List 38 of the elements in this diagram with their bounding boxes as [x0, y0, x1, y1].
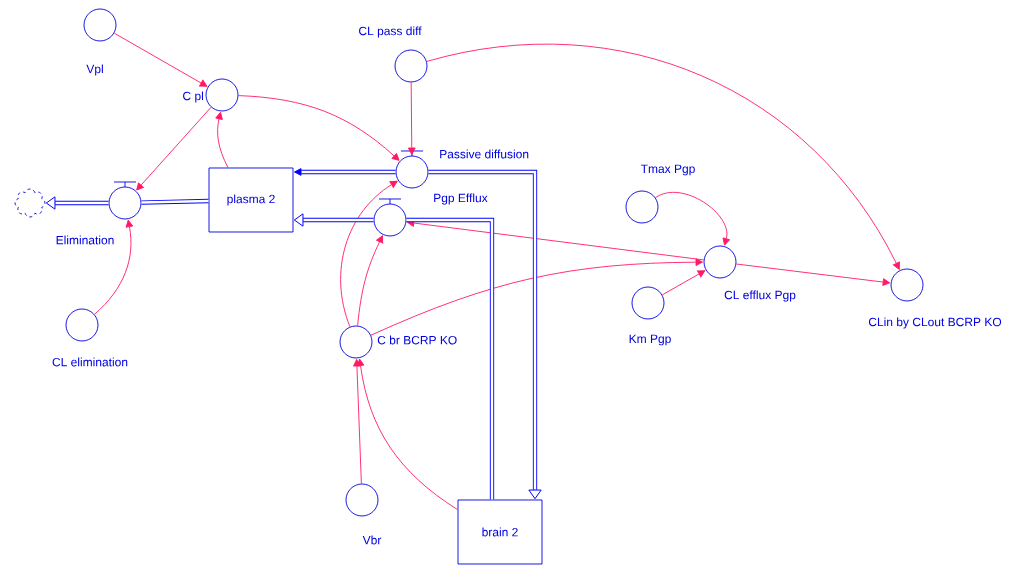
flow-pipe: [406, 217, 495, 500]
node-label: CL elimination: [52, 357, 128, 367]
node-label: C br BCRP KO: [377, 335, 457, 345]
connector-arrow: [356, 358, 458, 511]
connector-arrow: [655, 192, 730, 246]
node-label: Vpl: [86, 64, 103, 76]
connector-arrow: [136, 106, 212, 191]
node-label: C pl: [183, 91, 203, 103]
node-label: CLin by CLout BCRP KO: [868, 317, 1002, 329]
connector-arrow: [353, 359, 362, 484]
connector-arrow: [735, 263, 891, 286]
connector-arrow: [406, 219, 705, 261]
connector-arrow: [370, 258, 703, 336]
node-label: Passive diffusion: [440, 149, 529, 159]
flow-pipe: [294, 168, 396, 176]
cloud-symbol: [14, 188, 46, 218]
flow-pipe: [141, 198, 209, 205]
stock-box: brain 2: [457, 499, 543, 565]
node-label: Vbr: [362, 535, 382, 545]
connector-arrow: [357, 235, 384, 327]
connector-arrow: [661, 270, 706, 296]
flow-pipe: [428, 169, 542, 500]
connector-arrow: [113, 32, 208, 87]
connector-arrow: [238, 95, 400, 161]
connector-arrow: [215, 111, 229, 168]
flow-pipe: [45, 196, 109, 210]
connector-arrow: [340, 180, 398, 328]
connector-arrow: [426, 44, 900, 270]
node-label: CL pass diff: [359, 26, 422, 38]
stock-box: plasma 2: [208, 167, 294, 233]
flow-pipe: [293, 213, 374, 227]
node-label: Elimination: [56, 235, 114, 245]
node-label: Pgp Efflux: [434, 193, 488, 205]
connector-arrow: [407, 82, 416, 155]
node-label: Tmax Pgp: [640, 164, 695, 176]
connector-arrow: [94, 219, 134, 315]
node-label: Km Pgp: [629, 334, 671, 346]
node-label: CL efflux Pgp: [724, 290, 796, 302]
